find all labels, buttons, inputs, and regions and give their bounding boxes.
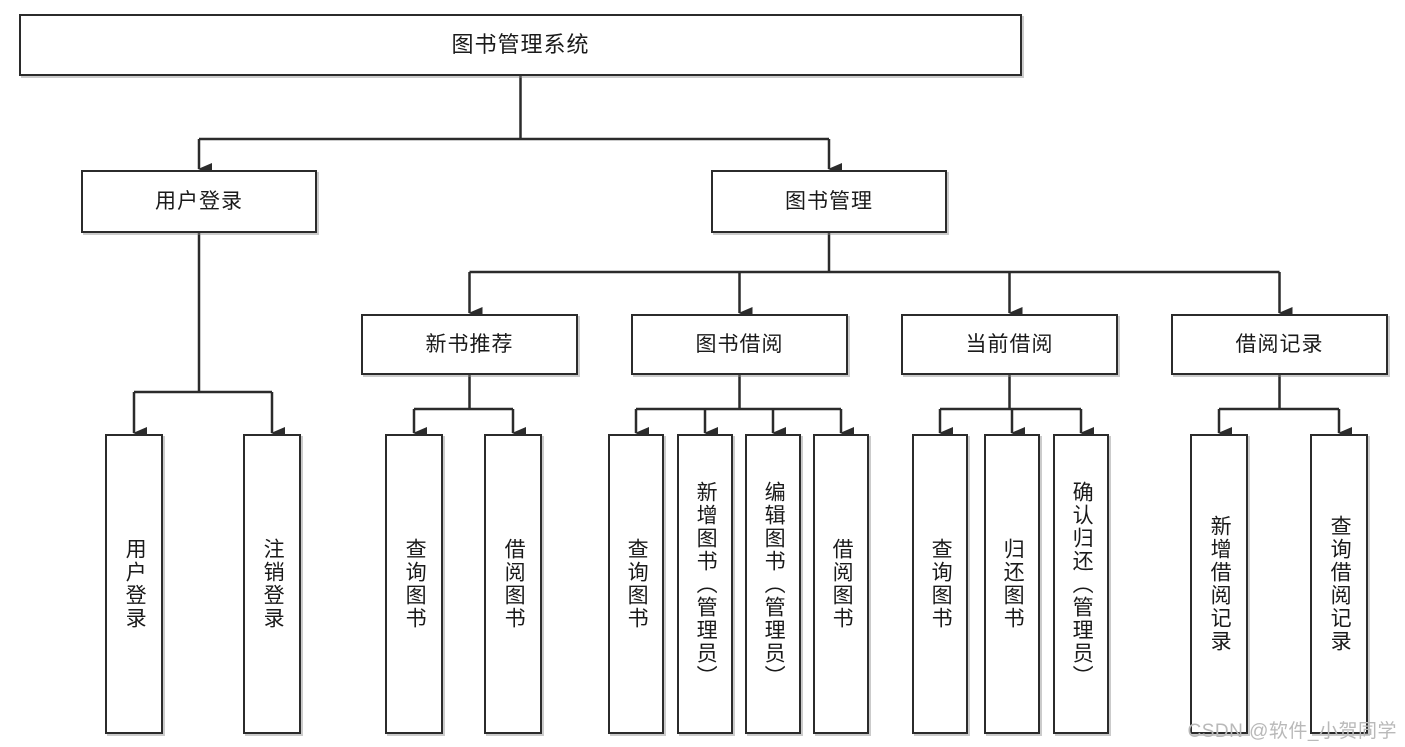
node-book-manage[interactable]: 图书管理 [711,170,947,233]
node-label: 新增借阅记录 [1208,515,1232,653]
node-leaf-query-book-bb[interactable]: 查询图书 [608,434,664,734]
node-label: 编辑图书（管理员） [762,480,786,688]
node-label: 归还图书 [1001,538,1025,630]
node-label: 新书推荐 [425,332,514,356]
node-label: 图书管理系统 [451,31,590,57]
node-label: 借阅图书 [502,538,526,630]
node-label: 图书借阅 [695,332,784,356]
node-new-book-rec[interactable]: 新书推荐 [361,314,578,375]
node-leaf-query-book-cb[interactable]: 查询图书 [912,434,968,734]
node-label: 查询借阅记录 [1328,515,1352,653]
node-book-borrow[interactable]: 图书借阅 [631,314,848,375]
node-leaf-return-book[interactable]: 归还图书 [984,434,1040,734]
node-leaf-query-record[interactable]: 查询借阅记录 [1310,434,1368,734]
node-label: 借阅记录 [1235,332,1324,356]
node-label: 用户登录 [155,189,243,213]
watermark-text: CSDN @软件_小贺同学 [1187,721,1397,742]
node-leaf-query-book-rec[interactable]: 查询图书 [385,434,443,734]
node-leaf-edit-book[interactable]: 编辑图书（管理员） [745,434,801,734]
node-label: 查询图书 [625,538,649,630]
node-label: 查询图书 [929,538,953,630]
node-label: 用户登录 [123,538,147,630]
node-label: 确认归还（管理员） [1070,480,1094,688]
node-leaf-user-login[interactable]: 用户登录 [105,434,163,734]
node-label: 注销登录 [261,538,285,630]
node-leaf-add-record[interactable]: 新增借阅记录 [1190,434,1248,734]
node-root[interactable]: 图书管理系统 [19,14,1022,76]
node-leaf-confirm-return[interactable]: 确认归还（管理员） [1053,434,1109,734]
node-label: 借阅图书 [830,538,854,630]
node-leaf-add-book[interactable]: 新增图书（管理员） [677,434,733,734]
node-leaf-borrow-book-rec[interactable]: 借阅图书 [484,434,542,734]
node-current-borrow[interactable]: 当前借阅 [901,314,1118,375]
node-label: 图书管理 [785,189,873,213]
node-borrow-record[interactable]: 借阅记录 [1171,314,1388,375]
node-label: 当前借阅 [965,332,1054,356]
node-leaf-borrow-book-bb[interactable]: 借阅图书 [813,434,869,734]
node-leaf-user-logout[interactable]: 注销登录 [243,434,301,734]
node-label: 查询图书 [403,538,427,630]
node-user-login[interactable]: 用户登录 [81,170,317,233]
node-label: 新增图书（管理员） [694,480,718,688]
